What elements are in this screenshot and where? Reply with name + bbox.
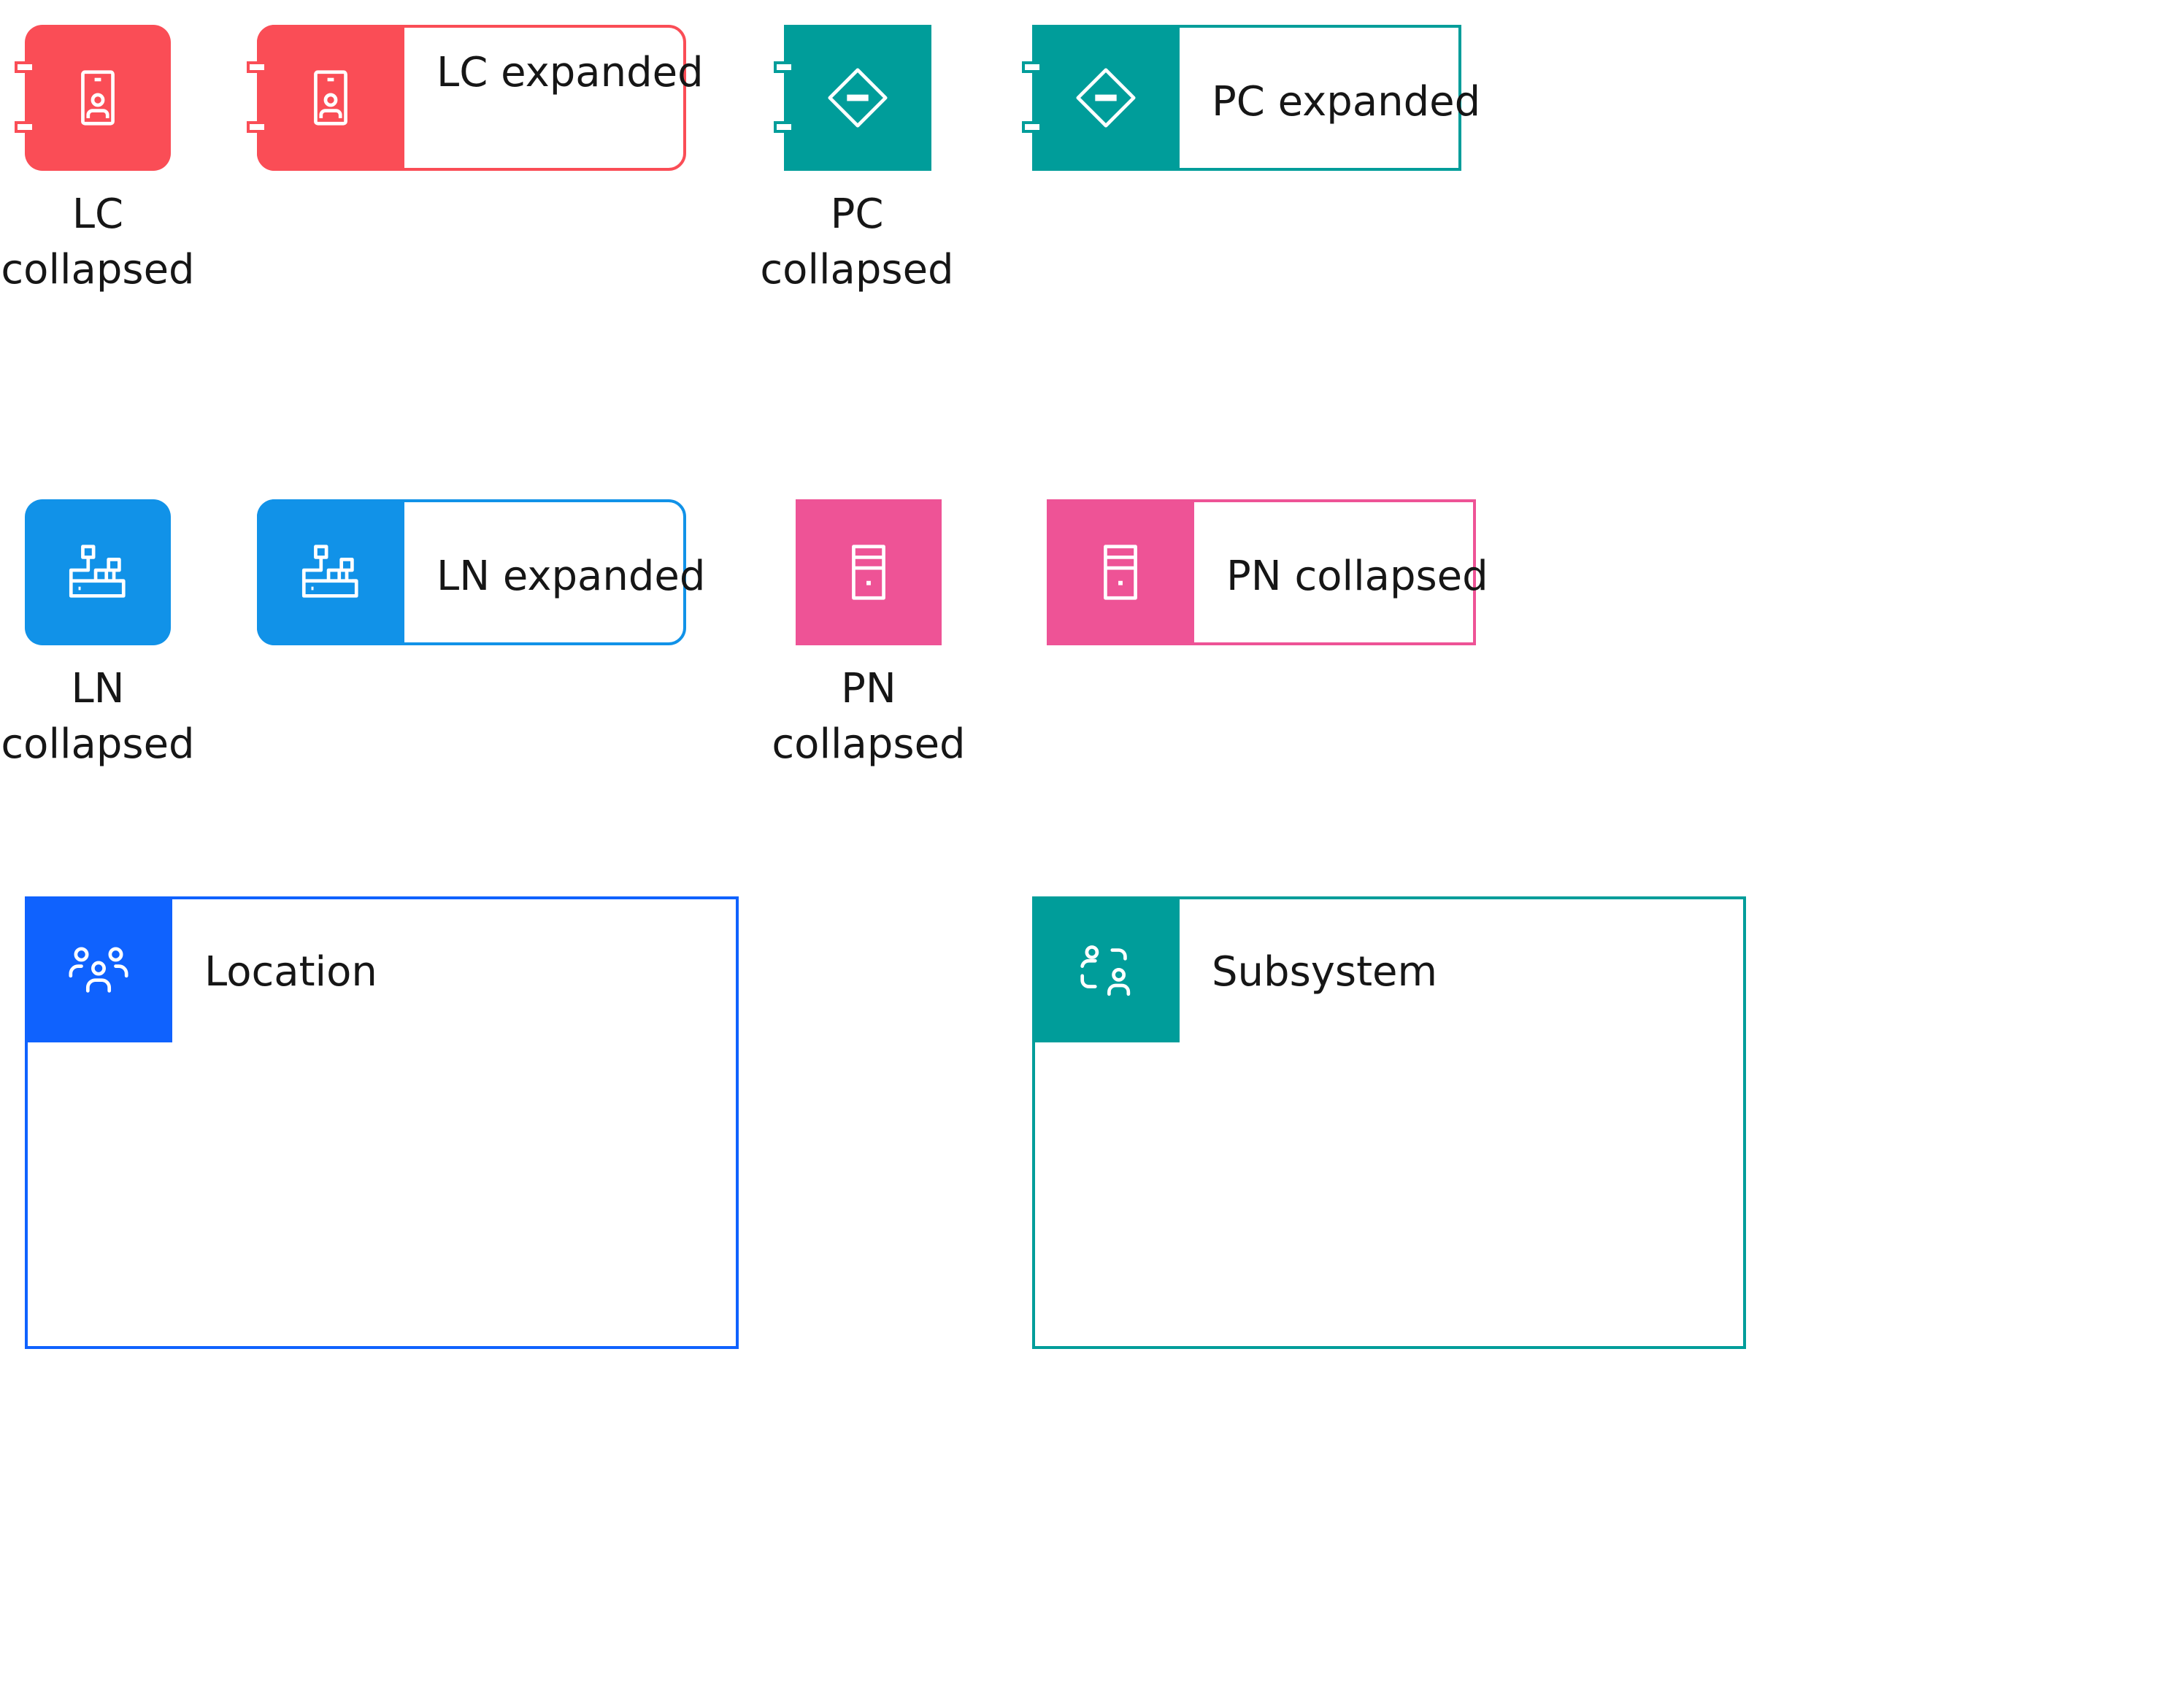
ln-expanded-tile	[257, 499, 404, 645]
ln-expanded-label: LN expanded	[437, 553, 706, 600]
network-blocks-icon	[301, 545, 358, 598]
user-group-dashed-icon	[1080, 945, 1131, 996]
pn-collapsed-label: PN collapsed	[772, 665, 966, 768]
ln-collapsed-label: LN collapsed	[1, 665, 195, 768]
server-icon	[852, 545, 885, 600]
connector-bottom	[1022, 121, 1042, 133]
pn-collapsed-tile[interactable]	[796, 499, 942, 645]
badge-icon	[314, 70, 347, 126]
pn-expanded-label: PN collapsed	[1226, 553, 1488, 600]
location-tile	[25, 896, 172, 1042]
lc-expanded-label: LC expanded	[437, 49, 704, 96]
lc-collapsed-tile[interactable]	[25, 25, 171, 171]
location-label: Location	[204, 948, 377, 996]
connector-top	[15, 61, 35, 73]
subsystem-tile	[1032, 896, 1180, 1042]
network-blocks-icon	[69, 545, 126, 598]
diamond-minus-icon	[828, 68, 888, 128]
server-icon	[1104, 545, 1137, 600]
connector-top	[247, 61, 267, 73]
pc-collapsed-label: PC collapsed	[760, 191, 954, 293]
connector-bottom	[247, 121, 267, 133]
connector-bottom	[774, 121, 794, 133]
lc-collapsed-label: LC collapsed	[1, 191, 195, 293]
diamond-minus-icon	[1076, 68, 1136, 128]
lc-expanded-tile	[257, 25, 404, 171]
user-group-icon	[69, 947, 128, 993]
connector-top	[774, 61, 794, 73]
ln-collapsed-tile[interactable]	[25, 499, 171, 645]
subsystem-label: Subsystem	[1212, 948, 1438, 996]
pn-expanded-tile	[1047, 499, 1194, 645]
pc-expanded-tile	[1032, 25, 1180, 171]
connector-bottom	[15, 121, 35, 133]
badge-icon	[81, 70, 115, 126]
pc-collapsed-tile[interactable]	[784, 25, 931, 171]
pc-expanded-label: PC expanded	[1212, 78, 1481, 126]
connector-top	[1022, 61, 1042, 73]
